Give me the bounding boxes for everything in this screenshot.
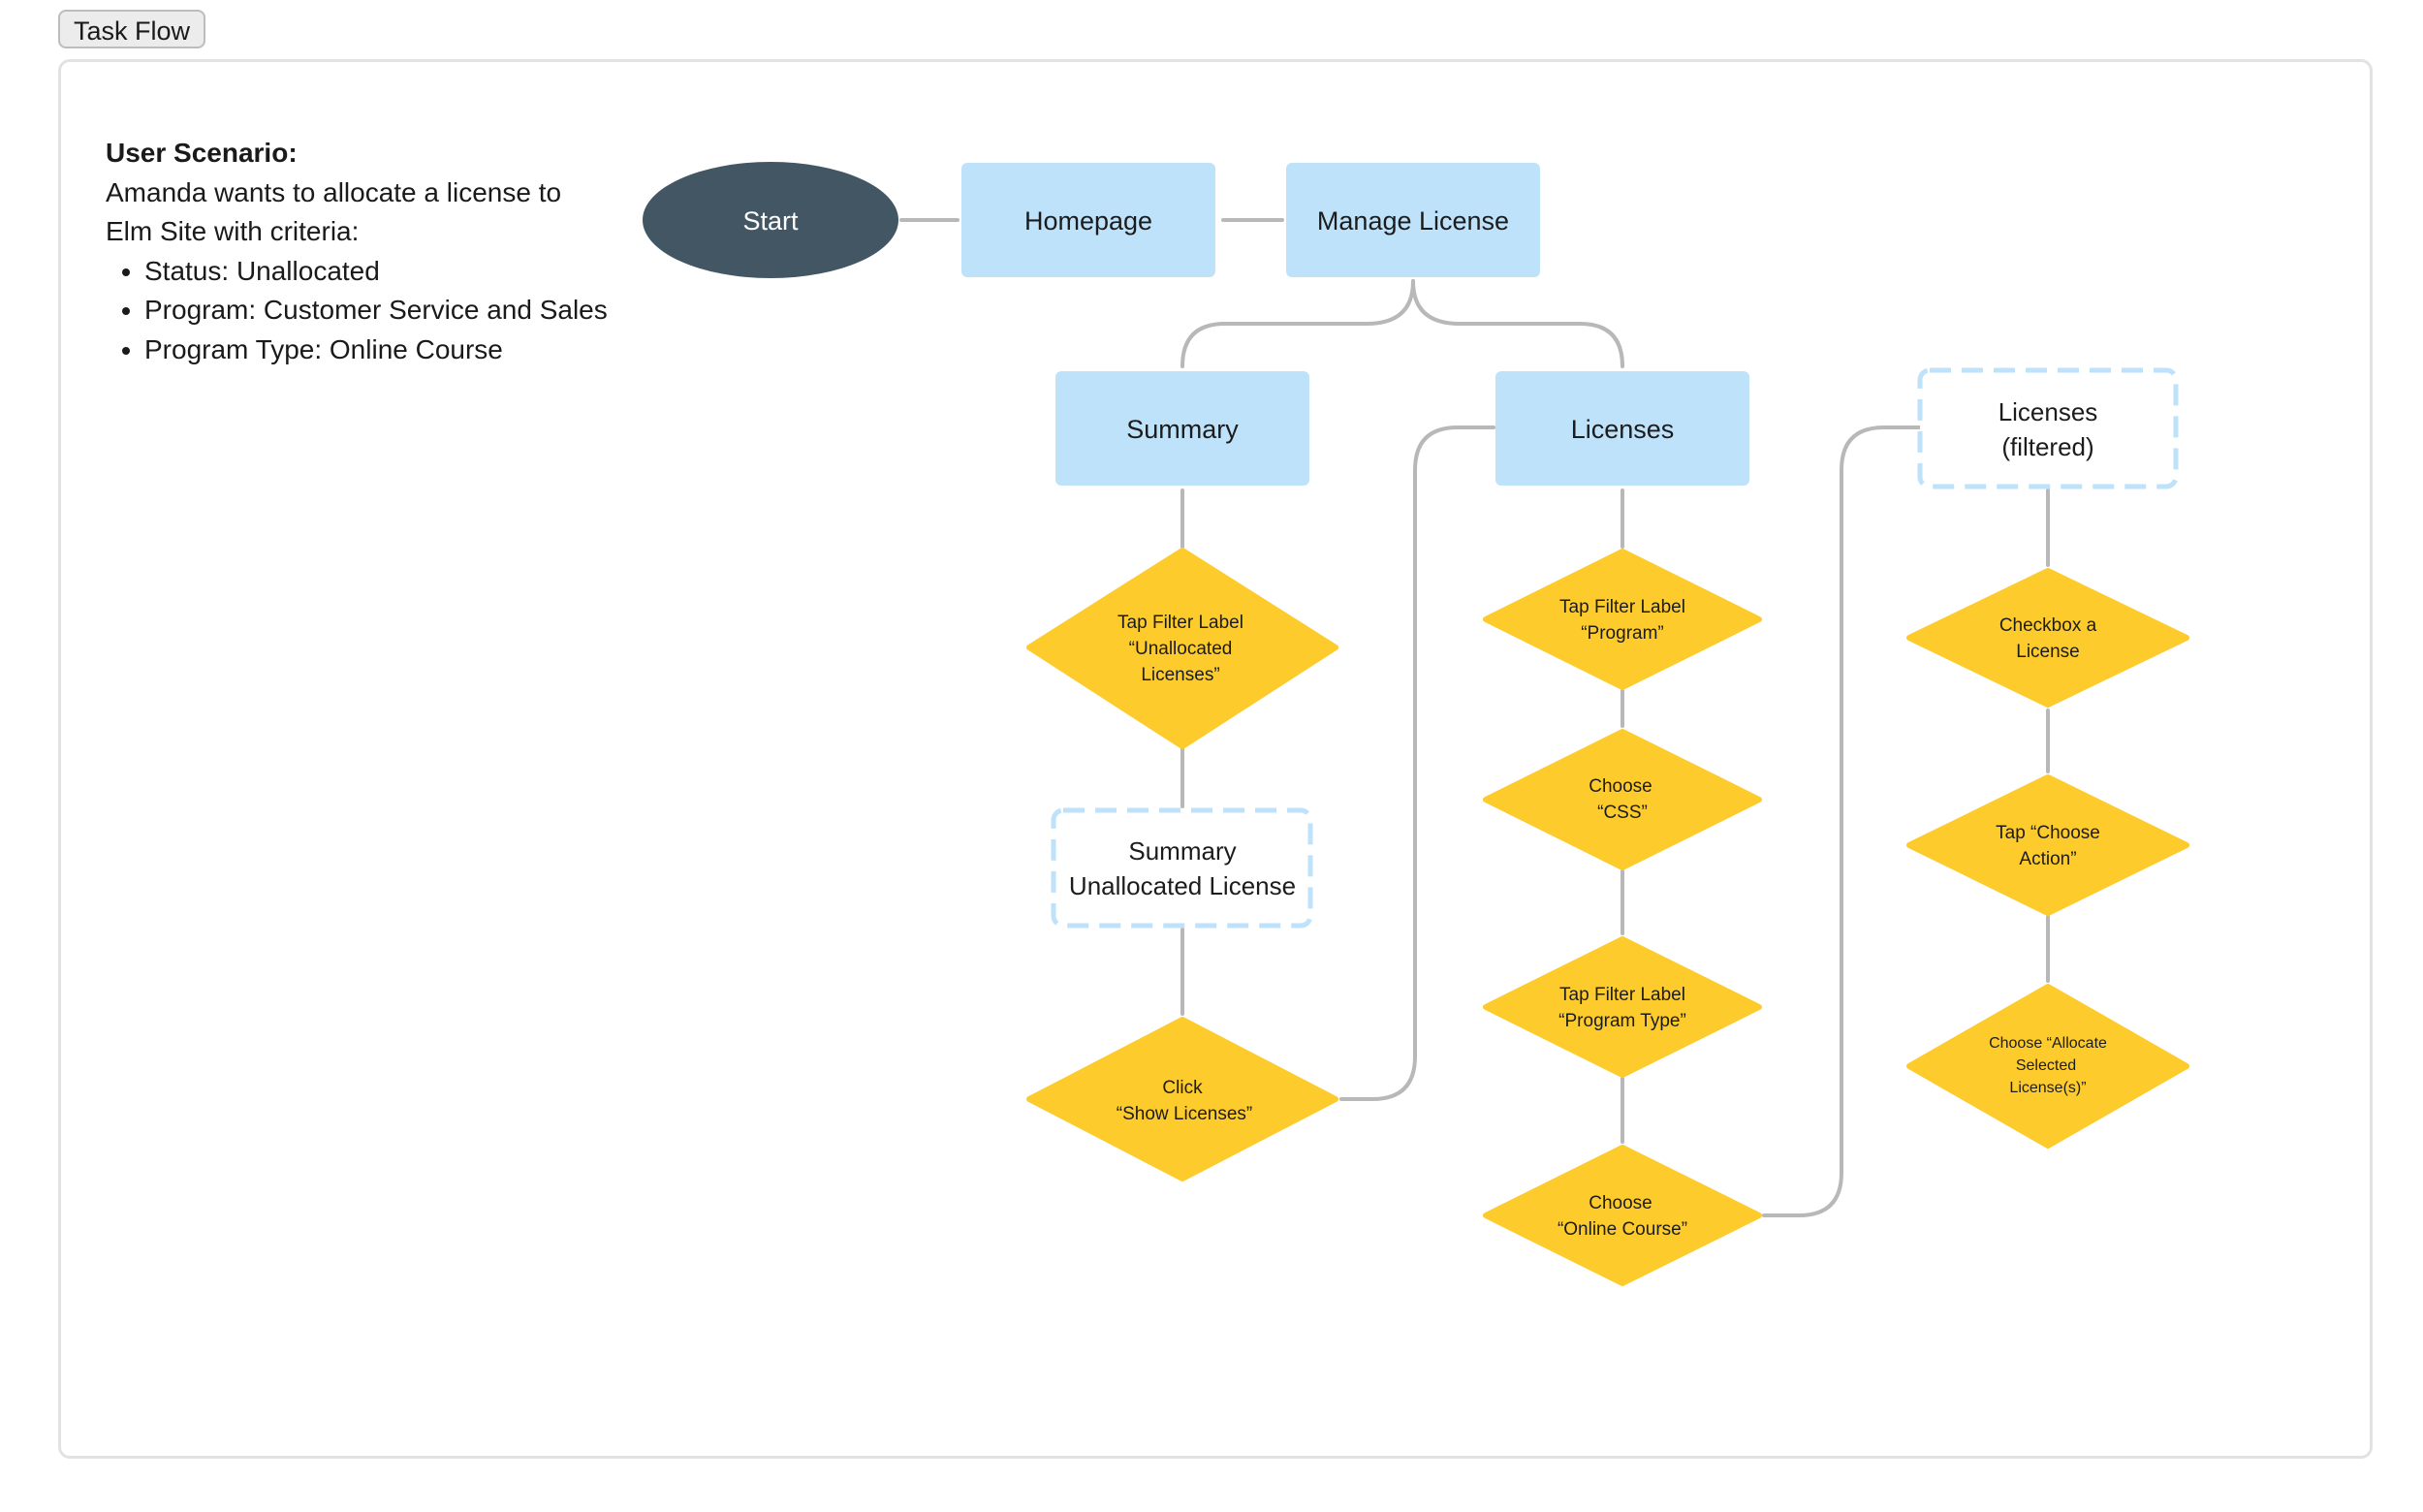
licenses-filtered-line2: (filtered)	[2001, 432, 2093, 461]
tap-program-type-node[interactable]: Tap Filter Label “Program Type”	[1483, 936, 1762, 1078]
scenario-intro: Amanda wants to allocate a license to El…	[106, 176, 562, 247]
connector-click-licenses	[1339, 425, 1495, 1101]
tap-program-line1: Tap Filter Label	[1559, 597, 1685, 617]
licenses-filtered-node[interactable]: Licenses (filtered)	[1917, 367, 2179, 489]
homepage-label: Homepage	[1024, 206, 1152, 236]
tap-program-type-line2: “Program Type”	[1558, 1011, 1686, 1031]
licenses-label: Licenses	[1571, 415, 1675, 444]
tap-program-line2: “Program”	[1581, 623, 1664, 644]
start-node[interactable]: Start	[643, 162, 898, 278]
choose-allocate-line1: Choose “Allocate	[1989, 1035, 2107, 1052]
manage-license-node[interactable]: Manage License	[1286, 163, 1540, 277]
connector-manage-licenses	[1411, 279, 1624, 368]
tap-unallocated-node[interactable]: Tap Filter Label “Unallocated Licenses”	[1026, 548, 1338, 749]
click-show-licenses-line1: Click	[1162, 1078, 1203, 1098]
checkbox-license-node[interactable]: Checkbox a License	[1906, 568, 2189, 708]
choose-allocate-line2: Selected	[2016, 1057, 2076, 1074]
scenario-criteria-list: Status: Unallocated Program: Customer Se…	[106, 252, 610, 370]
scenario-heading: User Scenario:	[106, 138, 298, 168]
user-scenario: User Scenario: Amanda wants to allocate …	[106, 134, 610, 369]
summary-unallocated-line2: Unallocated License	[1069, 871, 1296, 900]
criteria-program: Program: Customer Service and Sales	[144, 291, 610, 331]
criteria-program-type: Program Type: Online Course	[144, 331, 610, 370]
tap-program-node[interactable]: Tap Filter Label “Program”	[1483, 549, 1762, 690]
tap-choose-action-line2: Action”	[2019, 849, 2076, 869]
tap-unallocated-line1: Tap Filter Label	[1117, 613, 1243, 633]
tap-choose-action-line1: Tap “Choose	[1996, 823, 2100, 843]
tap-choose-action-node[interactable]: Tap “Choose Action”	[1906, 774, 2189, 916]
choose-online-course-line2: “Online Course”	[1558, 1219, 1687, 1240]
click-show-licenses-line2: “Show Licenses”	[1117, 1104, 1252, 1124]
tap-unallocated-line2: “Unallocated	[1129, 639, 1233, 659]
click-show-licenses-node[interactable]: Click “Show Licenses”	[1026, 1017, 1338, 1181]
checkbox-license-line2: License	[2016, 642, 2080, 662]
connectors	[899, 218, 2050, 1217]
choose-css-line1: Choose	[1589, 776, 1652, 797]
homepage-node[interactable]: Homepage	[961, 163, 1215, 277]
tap-unallocated-line3: Licenses”	[1141, 665, 1219, 685]
choose-online-course-node[interactable]: Choose “Online Course”	[1483, 1145, 1762, 1286]
summary-label: Summary	[1126, 415, 1239, 444]
start-label: Start	[742, 206, 799, 236]
choose-allocate-node[interactable]: Choose “Allocate Selected License(s)”	[1906, 984, 2189, 1149]
connector-manage-summary	[1180, 279, 1415, 368]
choose-online-course-line1: Choose	[1589, 1193, 1652, 1213]
choose-css-line2: “CSS”	[1597, 803, 1648, 823]
choose-css-node[interactable]: Choose “CSS”	[1483, 729, 1762, 870]
connector-online-filtered	[1762, 425, 1921, 1217]
choose-allocate-line3: License(s)”	[2009, 1080, 2086, 1096]
summary-unallocated-node[interactable]: Summary Unallocated License	[1051, 807, 1313, 929]
checkbox-license-line1: Checkbox a	[1999, 615, 2097, 636]
licenses-filtered-line1: Licenses	[1998, 397, 2098, 426]
tap-program-type-line1: Tap Filter Label	[1559, 985, 1685, 1005]
summary-unallocated-line1: Summary	[1128, 836, 1236, 866]
licenses-node[interactable]: Licenses	[1495, 371, 1749, 486]
task-flow-frame	[58, 59, 2373, 1459]
criteria-status: Status: Unallocated	[144, 252, 610, 292]
summary-node[interactable]: Summary	[1055, 371, 1309, 486]
task-flow-tag[interactable]: Task Flow	[58, 10, 206, 48]
manage-license-label: Manage License	[1317, 206, 1509, 236]
